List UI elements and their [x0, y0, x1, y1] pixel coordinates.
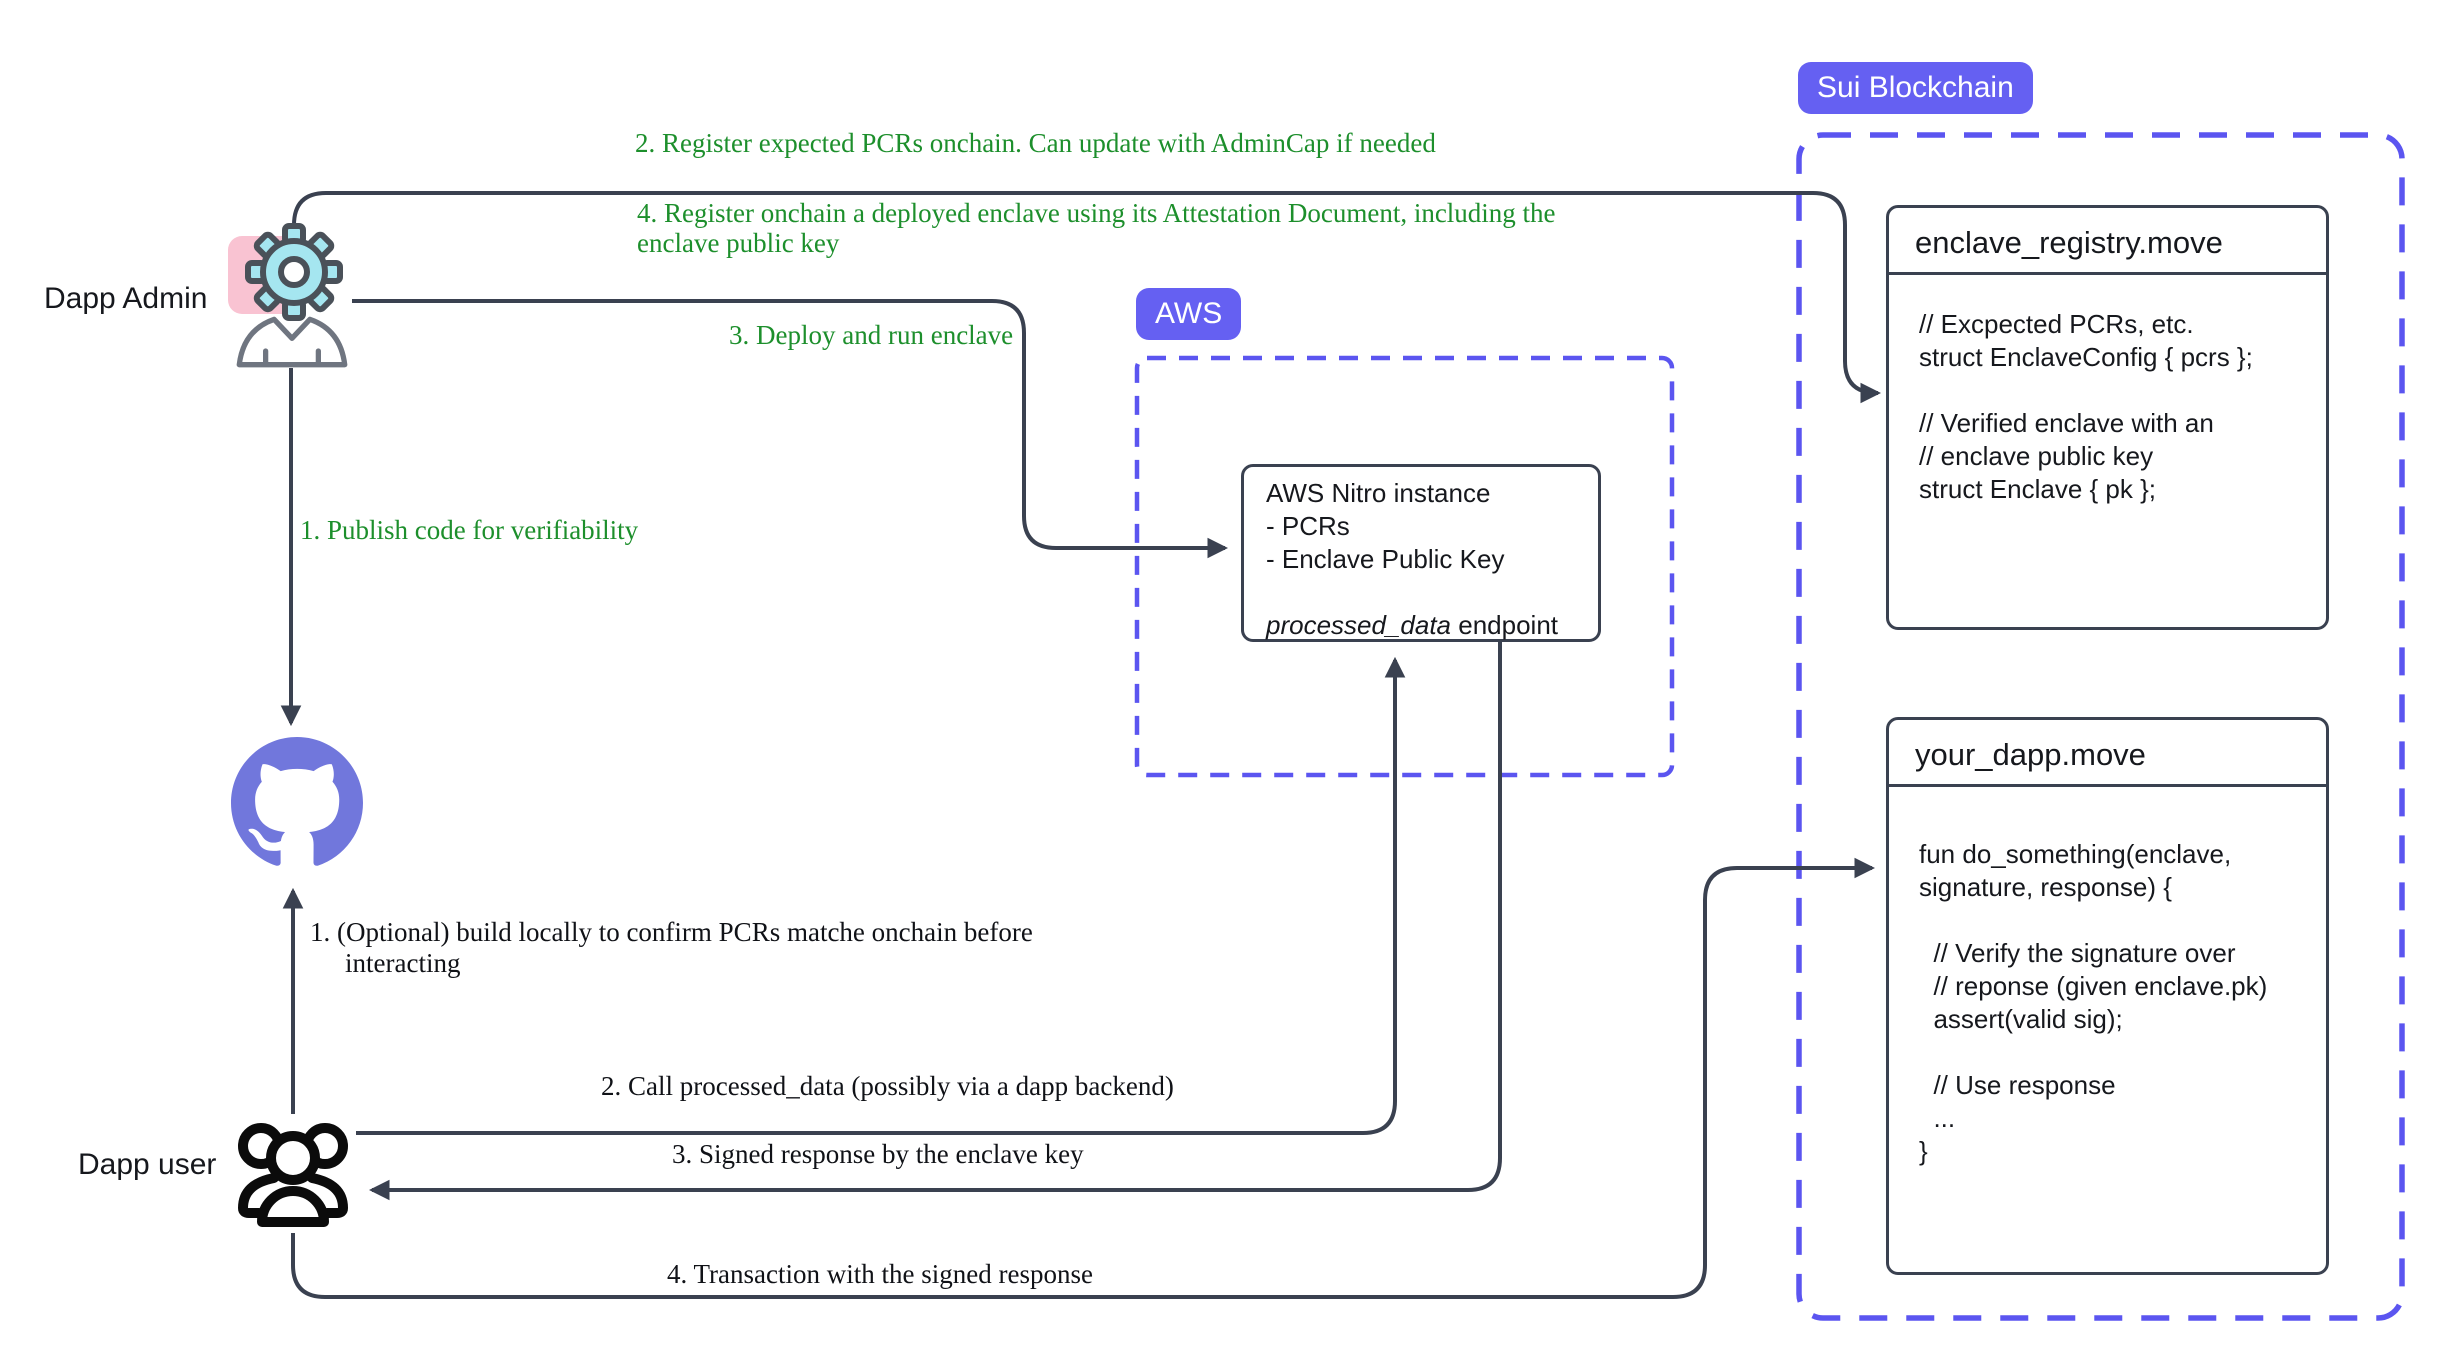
note-call-processed-data: 2. Call processed_data (possibly via a d… — [601, 1071, 1174, 1101]
code-line: assert(valid sig); — [1919, 1004, 2123, 1034]
arrow-register-pcrs — [292, 191, 1882, 404]
code-line: // enclave public key — [1919, 441, 2154, 471]
arrow-transaction — [291, 857, 1876, 1299]
nitro-title: AWS Nitro instance — [1266, 478, 1491, 508]
note-register-enclave-line1: 4. Register onchain a deployed enclave u… — [637, 198, 1556, 228]
aws-nitro-box: AWS Nitro instance - PCRs - Enclave Publ… — [1241, 464, 1601, 642]
note-deploy-enclave: 3. Deploy and run enclave — [729, 320, 1014, 350]
code-line: // reponse (given enclave.pk) — [1919, 971, 2268, 1001]
enclave-registry-divider — [1889, 272, 2326, 275]
nitro-endpoint: processed_data endpoint — [1266, 609, 1598, 642]
enclave-registry-title: enclave_registry.move — [1915, 225, 2223, 260]
aws-badge: AWS — [1136, 288, 1242, 340]
code-line — [1919, 1036, 2318, 1069]
note-build-locally-line1: 1. (Optional) build locally to confirm P… — [310, 917, 1033, 947]
github-icon — [231, 737, 363, 866]
nitro-blank — [1266, 576, 1598, 609]
sui-blockchain-badge: Sui Blockchain — [1798, 62, 2033, 114]
note-register-pcrs: 2. Register expected PCRs onchain. Can u… — [635, 128, 1436, 158]
note-publish-code: 1. Publish code for verifiability — [300, 515, 639, 545]
code-line — [1919, 904, 2318, 937]
arrow-call-processed-data — [356, 656, 1406, 1135]
code-line: struct Enclave { pk }; — [1919, 474, 2157, 504]
your-dapp-code: fun do_something(enclave, signature, res… — [1919, 838, 2318, 1168]
code-line: fun do_something(enclave, — [1919, 839, 2232, 869]
code-line: ... — [1919, 1103, 1956, 1133]
gear-icon — [245, 223, 343, 321]
dapp-admin-icon — [228, 223, 343, 321]
note-register-enclave-line2: enclave public key — [637, 228, 840, 258]
enclave-registry-code: // Excpected PCRs, etc. struct EnclaveCo… — [1919, 308, 2318, 506]
nitro-endpoint-name: processed_data — [1266, 610, 1452, 640]
code-line: // Verified enclave with an — [1919, 408, 2214, 438]
your-dapp-title: your_dapp.move — [1915, 737, 2146, 772]
nitro-endpoint-rest: endpoint — [1451, 610, 1559, 640]
code-line: signature, response) { — [1919, 872, 2172, 902]
dapp-user-icon — [238, 1123, 348, 1227]
dapp-admin-label: Dapp Admin — [44, 282, 208, 315]
admin-person-icon — [236, 316, 348, 368]
sui-dashed-container — [1796, 132, 2405, 1321]
code-line: // Verify the signature over — [1919, 938, 2236, 968]
code-line: // Use response — [1919, 1070, 2116, 1100]
code-line — [1919, 374, 2318, 407]
note-transaction: 4. Transaction with the signed response — [667, 1259, 1093, 1289]
enclave-registry-box: enclave_registry.move // Excpected PCRs,… — [1886, 205, 2329, 630]
code-line: struct EnclaveConfig { pcrs }; — [1919, 342, 2253, 372]
aws-dashed-container — [1134, 355, 1675, 778]
code-line: // Excpected PCRs, etc. — [1919, 309, 2194, 339]
note-signed-response: 3. Signed response by the enclave key — [672, 1139, 1084, 1169]
nitro-bullet-pubkey: - Enclave Public Key — [1266, 544, 1505, 574]
dapp-user-label: Dapp user — [78, 1148, 217, 1181]
note-build-locally-line2: interacting — [345, 948, 461, 978]
arrow-signed-response — [368, 640, 1502, 1201]
code-line: } — [1919, 1136, 1928, 1166]
your-dapp-box: your_dapp.move fun do_something(enclave,… — [1886, 717, 2329, 1275]
your-dapp-divider — [1889, 784, 2326, 787]
nitro-bullet-pcrs: - PCRs — [1266, 511, 1350, 541]
arrow-deploy-enclave — [352, 299, 1229, 559]
